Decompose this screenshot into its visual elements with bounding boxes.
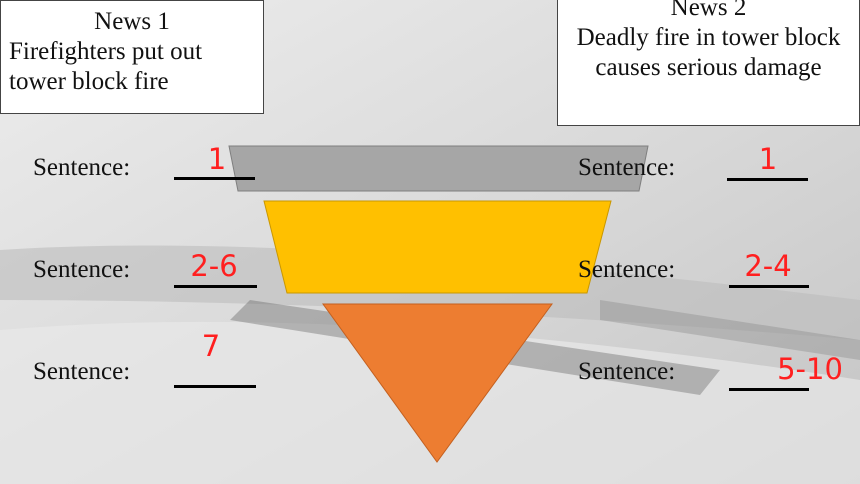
pyramid-middle-band [263,200,612,294]
left-sentence-label-2: Sentence: [33,256,131,283]
news-1-box: News 1 Firefighters put out tower block … [0,0,264,114]
right-sentence-label-2: Sentence: [578,256,676,283]
news-2-box: News 2 Deadly fire in tower block causes… [557,0,860,126]
left-blank-line-2 [174,285,257,288]
pyramid-top-band [228,145,649,192]
right-sentence-label-1: Sentence: [578,154,676,181]
left-blank-line-3 [174,385,256,388]
news-2-title: News 2 [670,0,747,21]
left-sentence-label-3: Sentence: [33,358,131,385]
left-sentence-label-1: Sentence: [33,154,131,181]
right-blank-line-2 [729,285,809,288]
pyramid-bottom-triangle [322,303,553,463]
news-2-headline: Deadly fire in tower block causes seriou… [576,24,841,81]
right-sentence-label-3: Sentence: [578,358,676,385]
news-1-title: News 1 [94,8,170,35]
left-answer-2: 2-6 [190,249,238,283]
right-blank-line-3 [729,388,809,391]
right-answer-2: 2-4 [744,249,792,283]
left-blank-line-1 [174,177,255,180]
left-answer-1: 1 [207,142,227,176]
right-blank-line-1 [727,178,808,181]
right-answer-1: 1 [758,142,778,176]
news-1-headline: Firefighters put out tower block fire [9,38,203,95]
right-answer-3: 5-10 [777,352,843,386]
left-answer-3: 7 [201,329,221,363]
